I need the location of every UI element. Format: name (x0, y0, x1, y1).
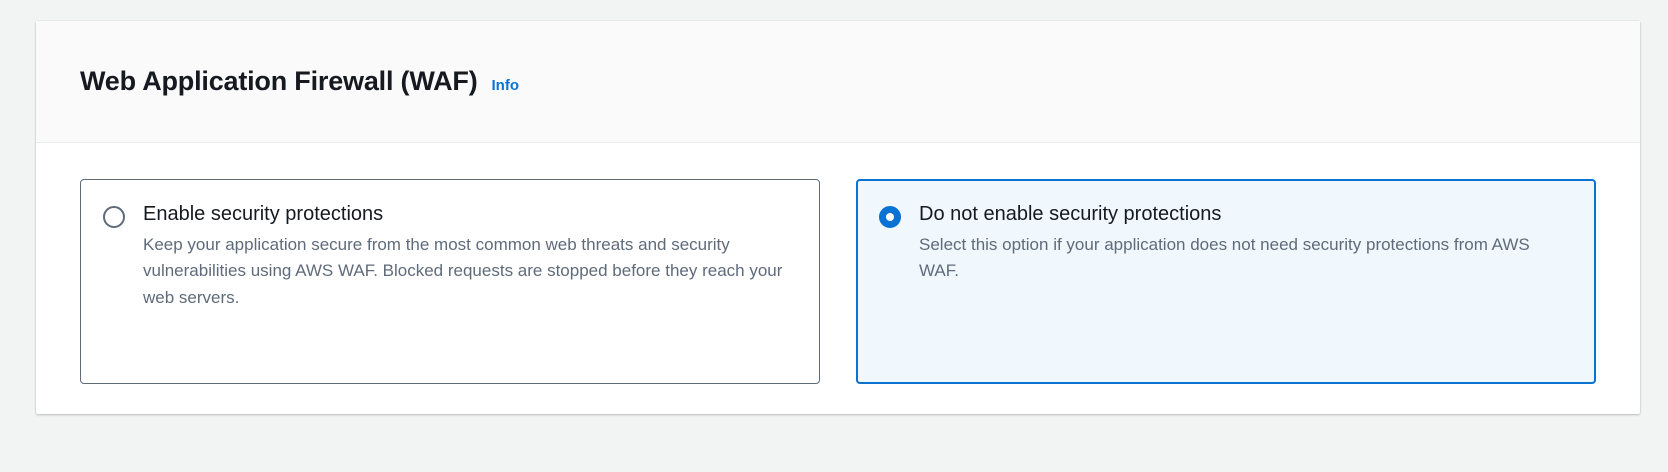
waf-panel: Web Application Firewall (WAF) Info Enab… (36, 21, 1640, 414)
info-link[interactable]: Info (491, 77, 520, 95)
radio-tile-enable-security-protections[interactable]: Enable security protections Keep your ap… (80, 179, 820, 384)
radio-tile-title: Do not enable security protections (919, 203, 1222, 225)
page-title: Web Application Firewall (WAF) (80, 66, 478, 97)
radio-tile-text: Enable security protections Keep your ap… (143, 202, 795, 311)
radio-tile-title: Enable security protections (143, 203, 384, 225)
radio-tile-do-not-enable-security-protections[interactable]: Do not enable security protections Selec… (856, 179, 1596, 384)
radio-tile-text: Do not enable security protections Selec… (919, 202, 1571, 285)
radio-selected-icon[interactable] (879, 206, 901, 228)
radio-unselected-icon[interactable] (103, 206, 125, 228)
panel-header: Web Application Firewall (WAF) Info (36, 21, 1640, 143)
radio-tile-description: Select this option if your application d… (919, 235, 1530, 281)
waf-option-group: Enable security protections Keep your ap… (80, 179, 1596, 384)
panel-body: Enable security protections Keep your ap… (36, 143, 1640, 414)
radio-tile-description: Keep your application secure from the mo… (143, 235, 783, 307)
panel-header-row: Web Application Firewall (WAF) Info (80, 47, 519, 116)
